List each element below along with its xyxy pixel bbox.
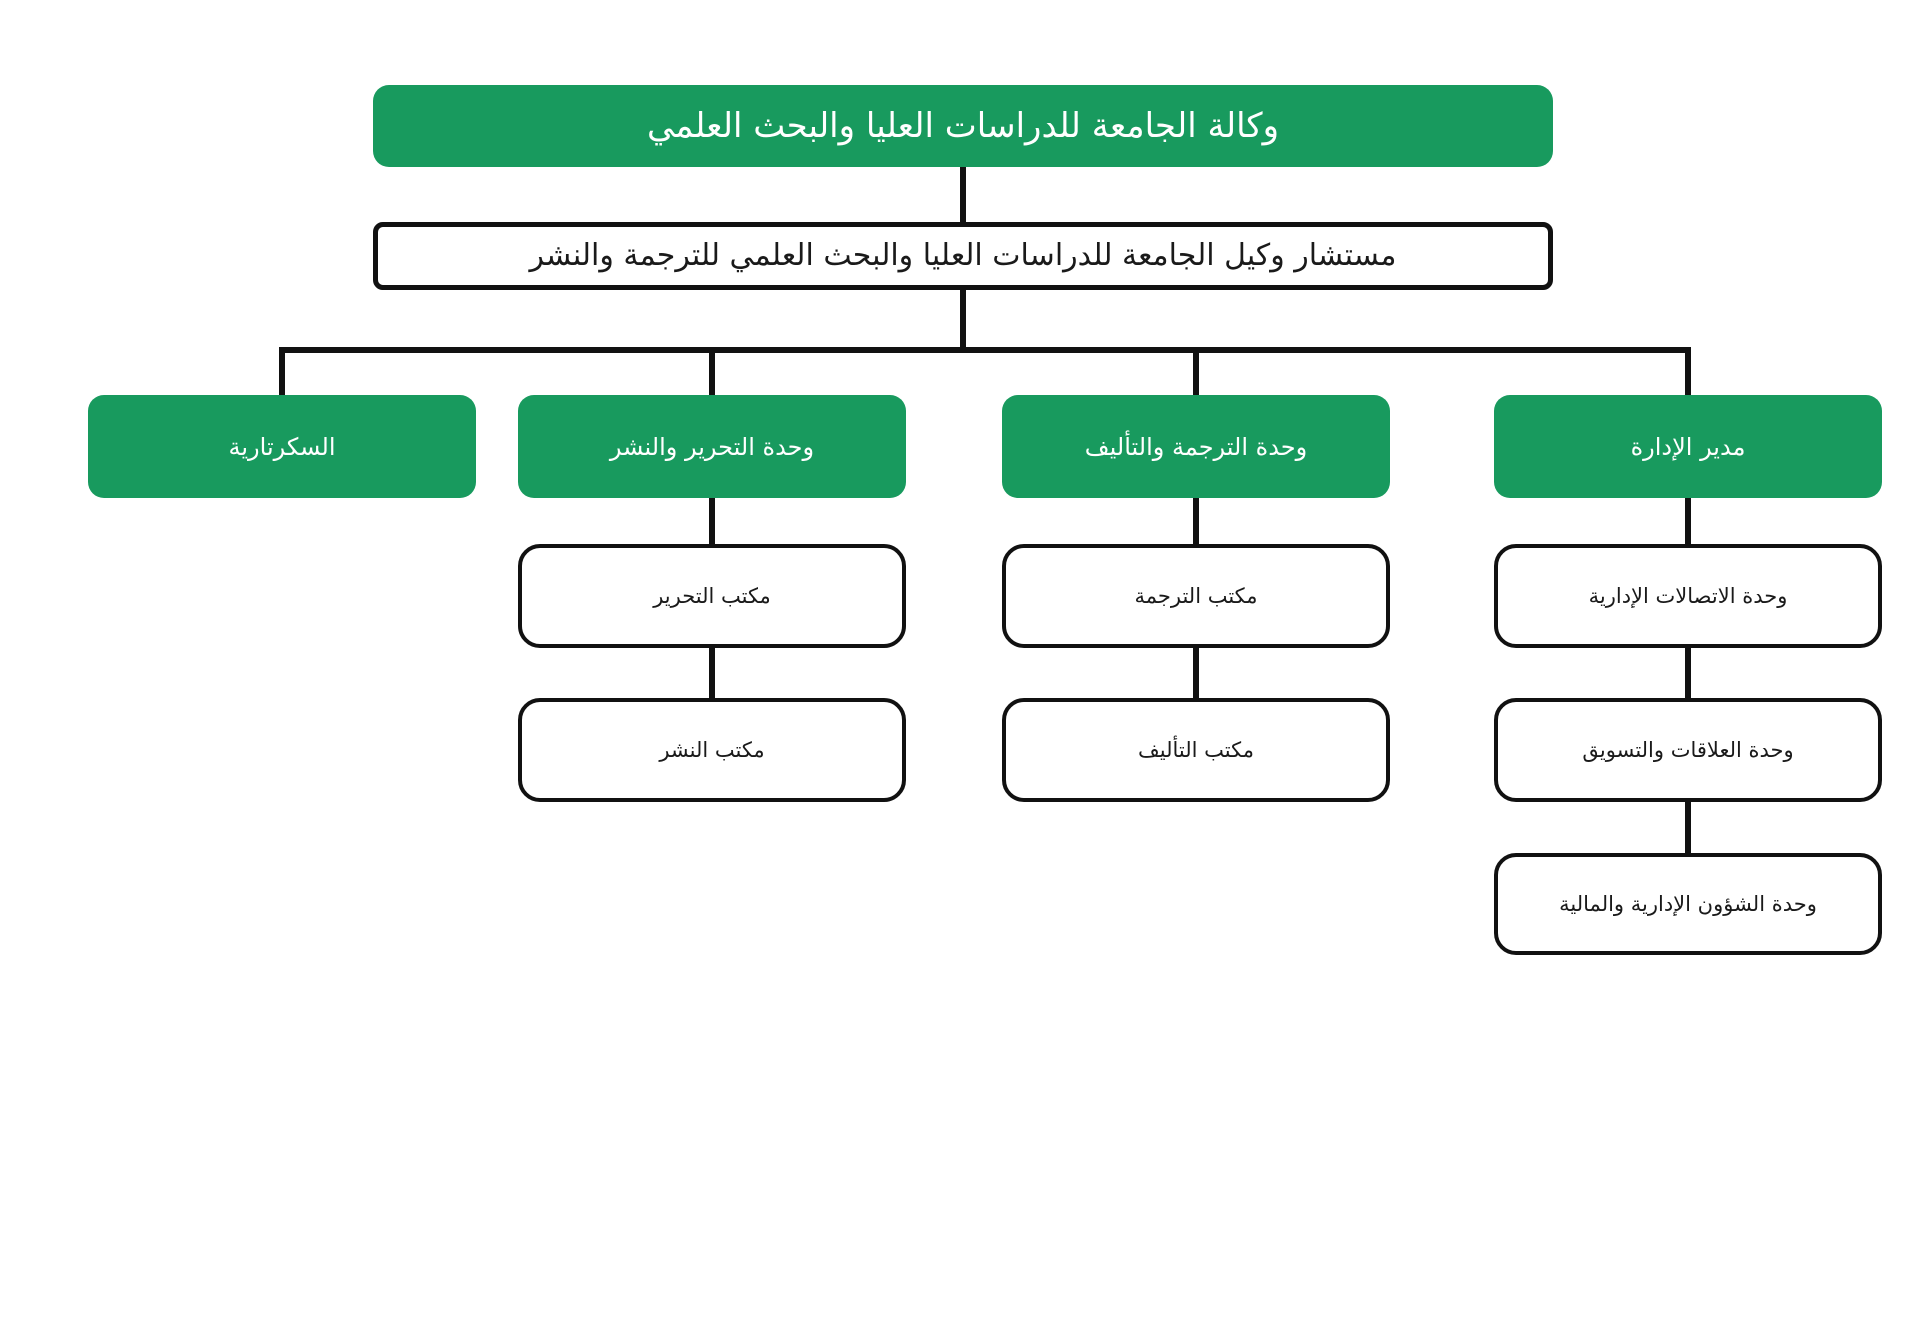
node-secretariat: السكرتارية (88, 395, 476, 498)
node-administration-director: مدير الإدارة (1494, 395, 1882, 498)
connector-drop-secretariat (279, 350, 285, 395)
node-authoring-office: مكتب التأليف (1002, 698, 1390, 802)
node-secretariat-label: السكرتارية (228, 432, 336, 461)
node-root-agency: وكالة الجامعة للدراسات العليا والبحث الع… (373, 85, 1553, 167)
node-administrative-communications-unit-label: وحدة الاتصالات الإدارية (1588, 583, 1788, 608)
connector-director-communications-unit (1685, 498, 1691, 544)
connector-drop-administration-director (1685, 350, 1691, 395)
node-translation-authoring-unit-label: وحدة الترجمة والتأليف (1084, 432, 1308, 461)
connector-translation-unit-translation-office (1193, 498, 1199, 544)
node-administrative-financial-affairs-unit-label: وحدة الشؤون الإدارية والمالية (1559, 891, 1817, 916)
node-advisor-label: مستشار وكيل الجامعة للدراسات العليا والب… (529, 238, 1397, 274)
node-translation-office: مكتب الترجمة (1002, 544, 1390, 648)
node-editing-publishing-unit-label: وحدة التحرير والنشر (609, 432, 815, 461)
connector-editing-unit-editing-office (709, 498, 715, 544)
connector-bus-horizontal (279, 347, 1691, 353)
node-administrative-communications-unit: وحدة الاتصالات الإدارية (1494, 544, 1882, 648)
connector-editing-office-publishing-office (709, 648, 715, 698)
connector-relations-financial-unit (1685, 802, 1691, 853)
connector-translation-office-authoring-office (1193, 648, 1199, 698)
node-authoring-office-label: مكتب التأليف (1138, 737, 1254, 762)
connector-drop-editing-publishing-unit (709, 350, 715, 395)
node-translation-office-label: مكتب الترجمة (1134, 583, 1258, 608)
node-editing-publishing-unit: وحدة التحرير والنشر (518, 395, 906, 498)
node-administrative-financial-affairs-unit: وحدة الشؤون الإدارية والمالية (1494, 853, 1882, 955)
node-editing-office: مكتب التحرير (518, 544, 906, 648)
node-publishing-office: مكتب النشر (518, 698, 906, 802)
node-editing-office-label: مكتب التحرير (653, 583, 771, 608)
node-translation-authoring-unit: وحدة الترجمة والتأليف (1002, 395, 1390, 498)
node-administration-director-label: مدير الإدارة (1630, 432, 1746, 461)
node-publishing-office-label: مكتب النشر (659, 737, 765, 762)
node-advisor: مستشار وكيل الجامعة للدراسات العليا والب… (373, 222, 1553, 290)
connector-root-advisor (960, 167, 966, 222)
connector-advisor-bus (960, 290, 966, 350)
connector-drop-translation-authoring-unit (1193, 350, 1199, 395)
node-relations-marketing-unit: وحدة العلاقات والتسويق (1494, 698, 1882, 802)
node-root-agency-label: وكالة الجامعة للدراسات العليا والبحث الع… (646, 105, 1280, 146)
node-relations-marketing-unit-label: وحدة العلاقات والتسويق (1582, 737, 1794, 762)
connector-communications-relations-unit (1685, 648, 1691, 698)
